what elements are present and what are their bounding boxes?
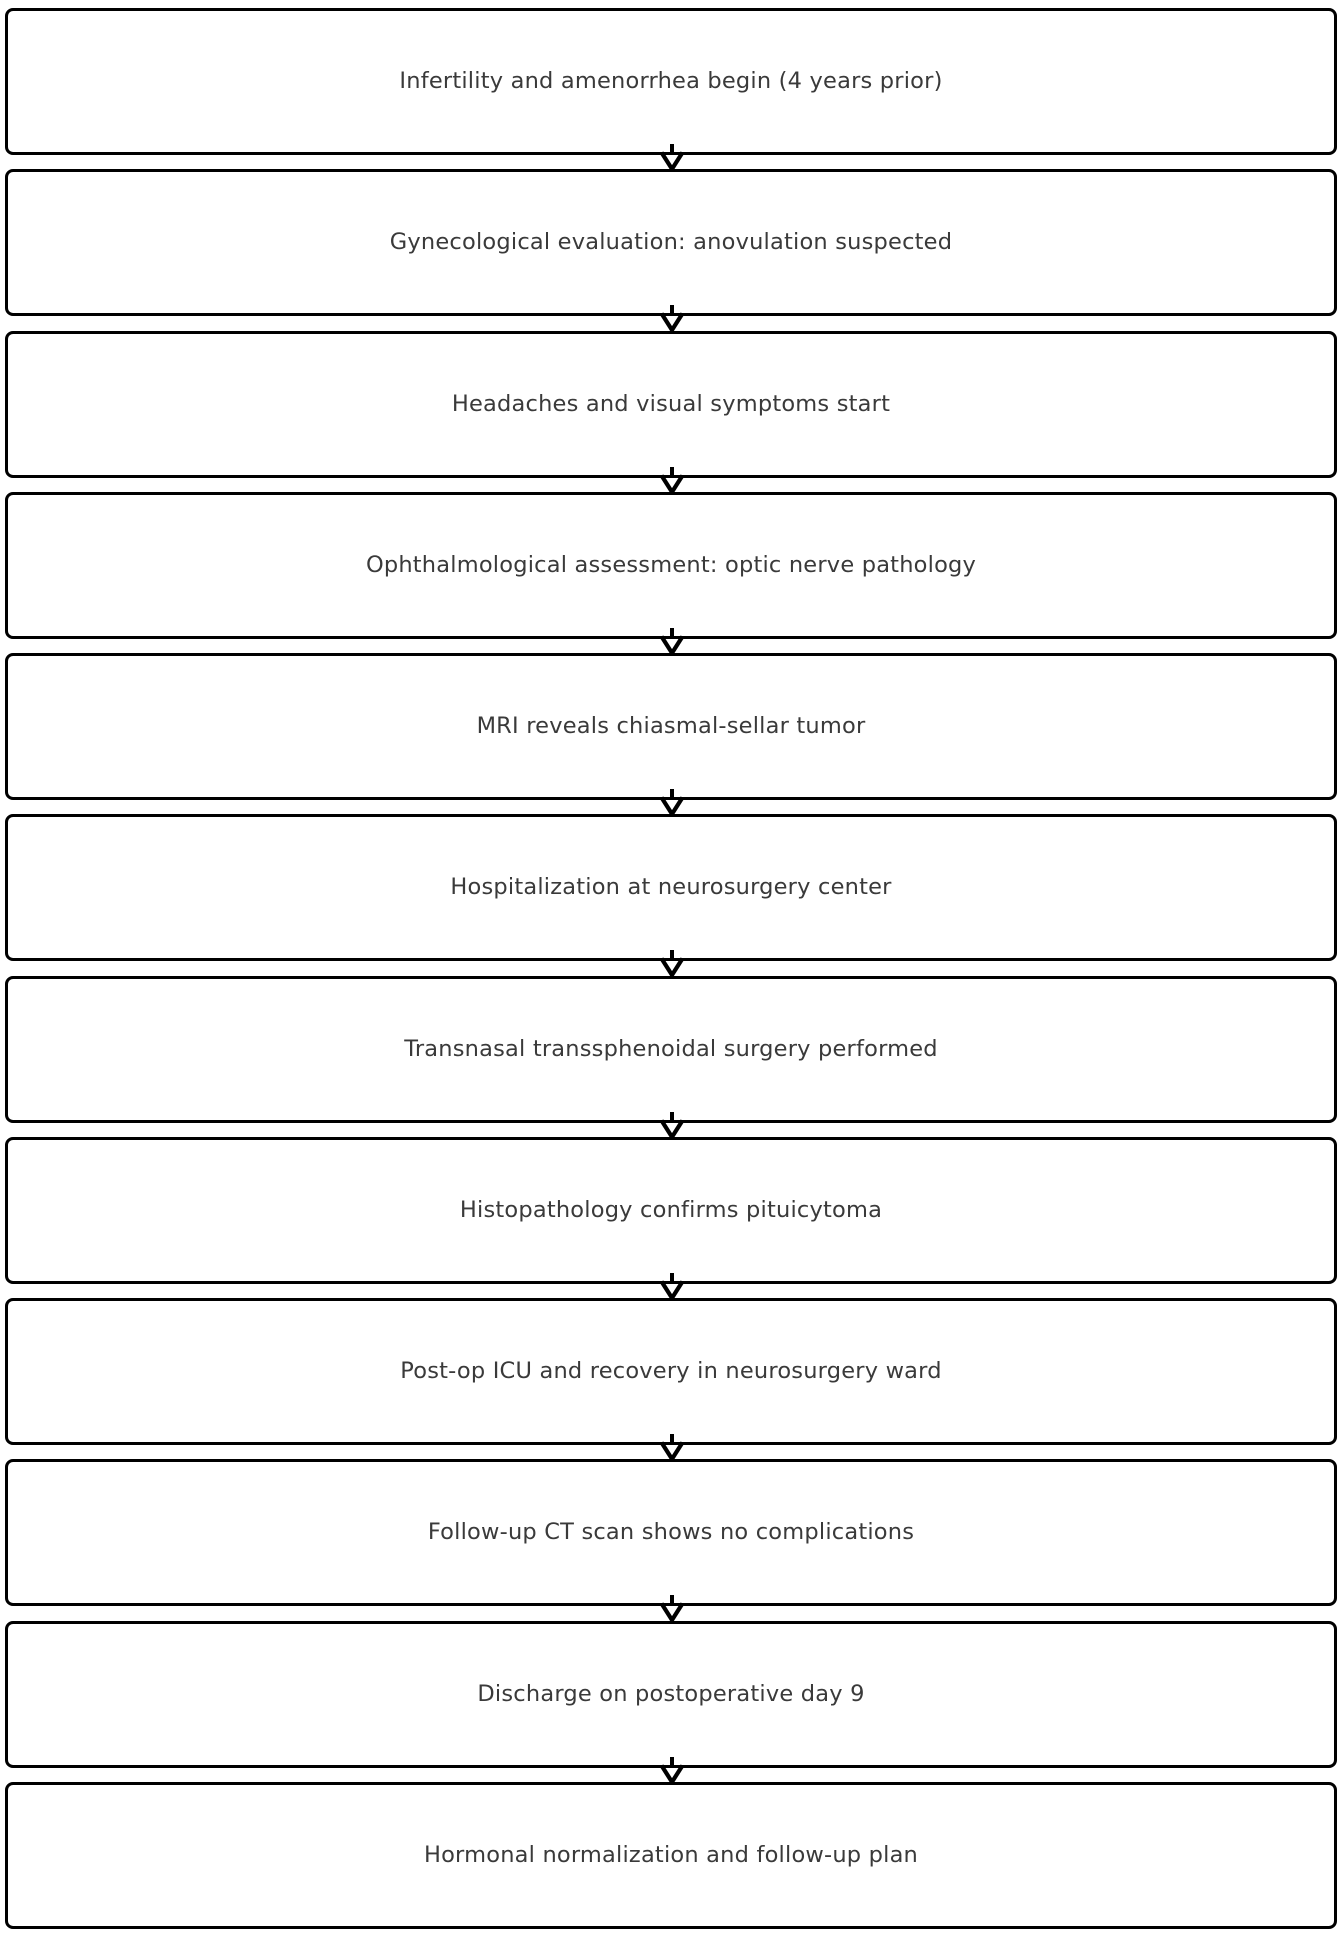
flow-node-label: Hospitalization at neurosurgery center	[450, 874, 892, 901]
flow-node-9: Post-op ICU and recovery in neurosurgery…	[5, 1298, 1337, 1446]
flow-node-5: MRI reveals chiasmal-sellar tumor	[5, 653, 1337, 801]
down-arrow-icon	[657, 1756, 687, 1784]
flow-node-label: Transnasal transsphenoidal surgery perfo…	[404, 1035, 938, 1062]
flow-node-label: Post-op ICU and recovery in neurosurgery…	[400, 1358, 942, 1385]
flow-node-2: Gynecological evaluation: anovulation su…	[5, 169, 1337, 317]
flow-node-label: Follow-up CT scan shows no complications	[427, 1519, 915, 1546]
flow-node-11: Discharge on postoperative day 9	[5, 1620, 1337, 1768]
flow-node-1: Infertility and amenorrhea begin (4 year…	[5, 8, 1337, 155]
flow-node-label: Gynecological evaluation: anovulation su…	[389, 229, 953, 256]
flow-node-label: Ophthalmological assessment: optic nerve…	[365, 551, 977, 578]
flow-node-label: MRI reveals chiasmal-sellar tumor	[476, 713, 866, 740]
down-arrow-icon	[657, 1595, 687, 1623]
flow-node-7: Transnasal transsphenoidal surgery perfo…	[5, 975, 1337, 1123]
flow-node-3: Headaches and visual symptoms start	[5, 330, 1337, 478]
down-arrow-icon	[657, 305, 687, 333]
down-arrow-icon	[657, 789, 687, 817]
down-arrow-icon	[657, 144, 687, 171]
flow-node-label: Infertility and amenorrhea begin (4 year…	[399, 68, 943, 94]
down-arrow-icon	[657, 950, 687, 978]
down-arrow-icon	[657, 1111, 687, 1139]
down-arrow-icon	[657, 466, 687, 494]
flow-node-8: Histopathology confirms pituicytoma	[5, 1136, 1337, 1284]
flow-node-6: Hospitalization at neurosurgery center	[5, 814, 1337, 962]
flow-node-12: Hormonal normalization and follow-up pla…	[5, 1782, 1337, 1929]
flow-node-label: Hormonal normalization and follow-up pla…	[423, 1842, 919, 1868]
down-arrow-icon	[657, 627, 687, 655]
flow-node-label: Headaches and visual symptoms start	[451, 390, 891, 417]
flow-node-4: Ophthalmological assessment: optic nerve…	[5, 491, 1337, 639]
flow-node-label: Discharge on postoperative day 9	[477, 1680, 865, 1707]
flow-node-label: Histopathology confirms pituicytoma	[459, 1196, 883, 1223]
down-arrow-icon	[657, 1272, 687, 1300]
flow-node-10: Follow-up CT scan shows no complications	[5, 1459, 1337, 1607]
down-arrow-icon	[657, 1434, 687, 1462]
